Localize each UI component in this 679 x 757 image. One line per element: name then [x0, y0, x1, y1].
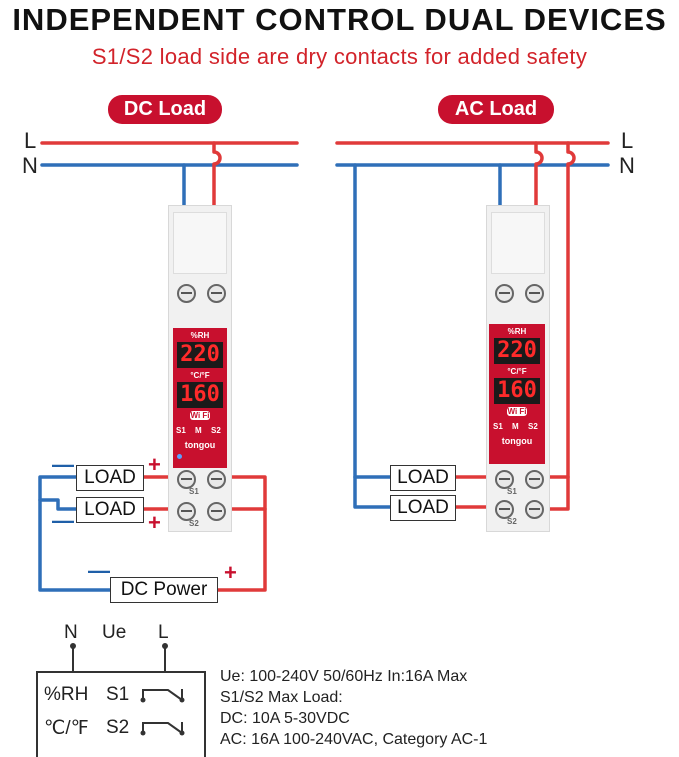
- ac-line-n-label: N: [619, 153, 635, 178]
- ac-temp-label: °C/°F: [507, 367, 527, 376]
- dc-button-m[interactable]: M: [195, 426, 202, 435]
- dc-load-badge: DC Load: [108, 95, 222, 124]
- dc-input-terminal-l[interactable]: [207, 284, 226, 303]
- dc-load2-minus-sign: —: [52, 508, 74, 533]
- ac-s2-terminal-b[interactable]: [525, 500, 544, 519]
- ac-live-load-feed: [530, 141, 576, 511]
- dc-status-led: [177, 454, 182, 459]
- dc-temp-readout: 160: [177, 382, 223, 408]
- ac-load-2: LOAD: [390, 495, 456, 521]
- dc-temp-label: °C/°F: [190, 371, 210, 380]
- ac-s2-terminal-a[interactable]: [495, 500, 514, 519]
- dc-humidity-readout: 220: [177, 342, 223, 368]
- ac-s2-label: S2: [507, 517, 517, 526]
- ac-button-s1[interactable]: S1: [493, 422, 503, 431]
- ac-neutral-return: [353, 163, 392, 509]
- spec-list: Ue: 100-240V 50/60Hz In:16A Max S1/S2 Ma…: [220, 666, 487, 750]
- ac-input-terminal-n[interactable]: [495, 284, 514, 303]
- ac-humidity-label: %RH: [507, 327, 527, 336]
- dc-live-feed: [212, 141, 222, 292]
- dc-humidity-label: %RH: [190, 331, 210, 340]
- ac-display-panel: %RH 220 °C/°F 160 Wi Fi S1 M S2 tongou: [489, 324, 545, 464]
- dc-load1-minus-sign: —: [52, 452, 74, 477]
- dc-negative-wire: [38, 475, 112, 592]
- dc-load2-plus-sign: +: [148, 510, 161, 535]
- ac-live-feed: [534, 141, 544, 292]
- dc-s2-terminal-b[interactable]: [207, 502, 226, 521]
- dc-load1-plus-sign: +: [148, 452, 161, 477]
- dc-s2-terminal-a[interactable]: [177, 502, 196, 521]
- schematic-temp-label: ℃/℉: [44, 718, 89, 739]
- ac-s1-label: S1: [507, 487, 517, 496]
- spec-line: S1/S2 Max Load:: [220, 689, 343, 706]
- dc-load-1: LOAD: [76, 465, 144, 491]
- ac-load-1: LOAD: [390, 465, 456, 491]
- ac-relay-device: %RH 220 °C/°F 160 Wi Fi S1 M S2 tongou S…: [486, 205, 550, 532]
- schematic-l-label: L: [158, 622, 169, 643]
- dc-s2-label: S2: [189, 519, 199, 528]
- schematic-humidity-label: %RH: [44, 684, 89, 705]
- spec-line: AC: 16A 100-240VAC, Category AC-1: [220, 731, 488, 748]
- ac-wifi-icon: Wi Fi: [507, 407, 527, 416]
- ac-brand-logo: tongou: [501, 436, 533, 446]
- dc-input-terminal-n[interactable]: [177, 284, 196, 303]
- ac-temp-readout: 160: [494, 378, 540, 404]
- schematic-s1-label: S1: [106, 684, 130, 705]
- ac-line-l-label: L: [621, 128, 634, 153]
- ac-button-m[interactable]: M: [512, 422, 519, 431]
- schematic-n-label: N: [64, 622, 78, 643]
- ac-button-s2[interactable]: S2: [528, 422, 538, 431]
- ac-s1-terminal-b[interactable]: [525, 470, 544, 489]
- spec-line: Ue: 100-240V 50/60Hz In:16A Max: [220, 668, 468, 685]
- dc-button-s2[interactable]: S2: [211, 426, 221, 435]
- dc-line-l-label: L: [24, 128, 37, 153]
- ac-input-terminal-l[interactable]: [525, 284, 544, 303]
- dc-power-minus-sign: —: [88, 558, 110, 583]
- schematic-ue-label: Ue: [102, 622, 127, 643]
- dc-load-2: LOAD: [76, 497, 144, 523]
- dc-wifi-icon: Wi Fi: [190, 411, 210, 420]
- page-title: INDEPENDENT CONTROL DUAL DEVICES: [12, 2, 667, 37]
- dc-power-plus-sign: +: [224, 560, 237, 585]
- ac-load-badge: AC Load: [438, 95, 554, 124]
- dc-line-n-label: N: [22, 153, 38, 178]
- dc-display-panel: %RH 220 °C/°F 160 Wi Fi S1 M S2 tongou: [173, 328, 227, 468]
- schematic-s2-label: S2: [106, 717, 130, 738]
- ac-s1-terminal-a[interactable]: [495, 470, 514, 489]
- spec-line: DC: 10A 5-30VDC: [220, 710, 350, 727]
- dc-power-positive-wire: [213, 507, 267, 592]
- ac-humidity-readout: 220: [494, 338, 540, 364]
- dc-power-supply: DC Power: [110, 577, 218, 603]
- dc-brand-logo: tongou: [184, 440, 216, 450]
- dc-s1-terminal-a[interactable]: [177, 470, 196, 489]
- dc-load2-negative-wire: [38, 498, 78, 511]
- dc-relay-device: %RH 220 °C/°F 160 Wi Fi S1 M S2 tongou S…: [168, 205, 232, 532]
- dc-s1-terminal-b[interactable]: [207, 470, 226, 489]
- dc-s1-label: S1: [189, 487, 199, 496]
- dc-button-s1[interactable]: S1: [176, 426, 186, 435]
- page-subtitle: S1/S2 load side are dry contacts for add…: [91, 44, 588, 69]
